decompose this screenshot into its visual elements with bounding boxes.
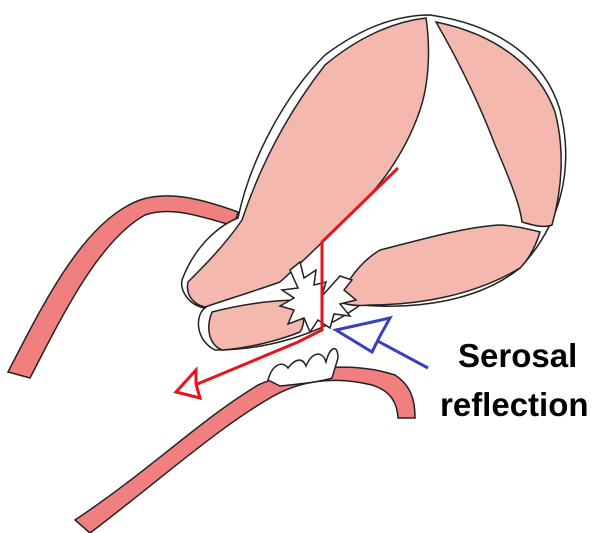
arrow-up-left-icon — [336, 318, 390, 352]
serosal-reflection-label-line1: Serosal — [458, 339, 577, 372]
pointer-shaft — [372, 338, 428, 368]
lower-vessel — [75, 367, 415, 533]
arrow-left-down-icon — [176, 370, 200, 398]
serosal-reflection-label-line2: reflection — [440, 388, 589, 421]
